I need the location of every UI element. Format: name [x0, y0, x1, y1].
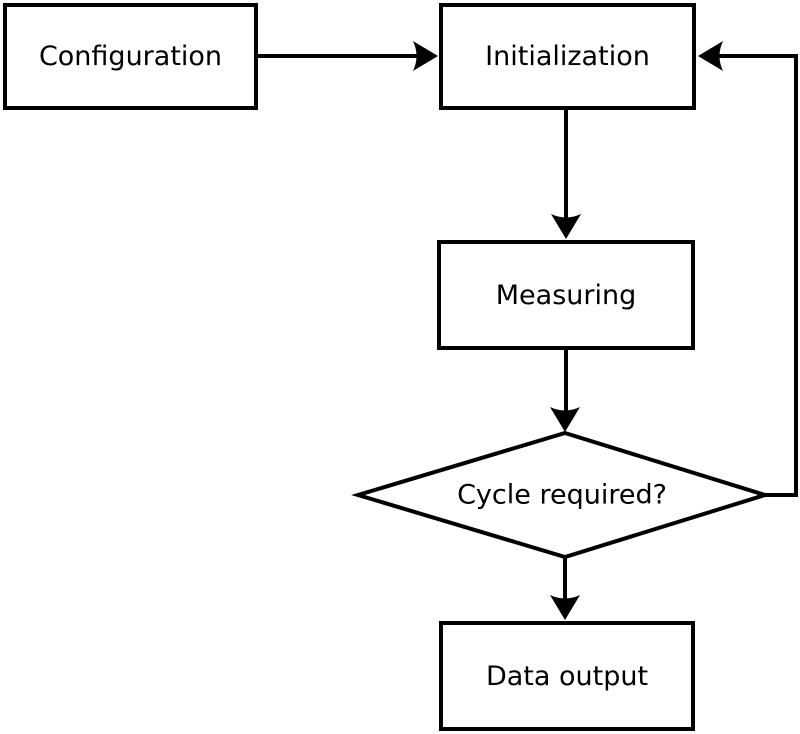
arrowhead-down-icon	[550, 407, 580, 432]
arrowhead-left-icon	[698, 41, 723, 71]
edge-cycle-required-to-initialization-loop	[716, 54, 798, 497]
node-measuring: Measuring	[437, 240, 695, 350]
node-cycle-required-label: Cycle required?	[457, 479, 667, 511]
node-data-output: Data output	[439, 621, 695, 731]
node-cycle-required-shape	[351, 430, 772, 560]
node-initialization-label: Initialization	[485, 41, 650, 72]
node-initialization: Initialization	[439, 3, 696, 110]
node-configuration-label: Configuration	[38, 41, 223, 72]
arrowhead-right-icon	[413, 41, 438, 71]
node-configuration: Configuration	[3, 3, 258, 110]
node-data-output-label: Data output	[485, 660, 649, 692]
arrowhead-down-icon	[551, 214, 581, 239]
node-measuring-label: Measuring	[495, 279, 637, 311]
arrowhead-down-icon	[550, 595, 580, 620]
